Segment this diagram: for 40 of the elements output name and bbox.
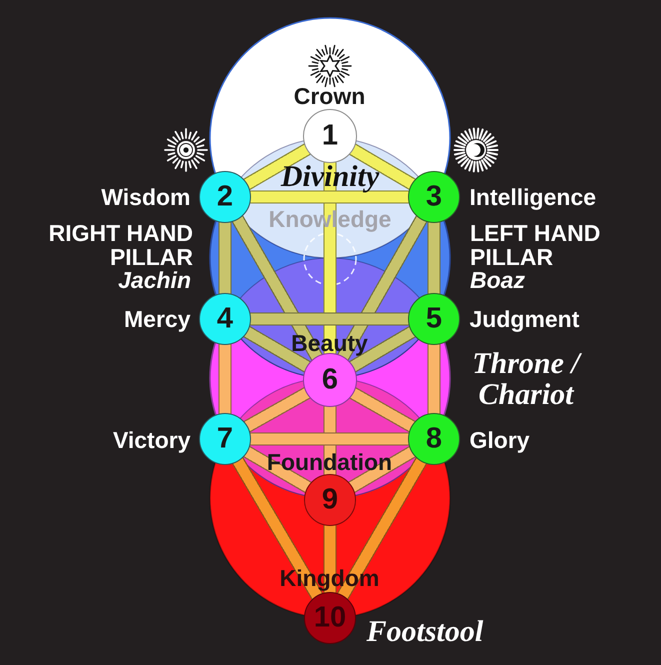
connector-band (244, 387, 310, 432)
connector-band (244, 326, 311, 372)
node-label: Beauty (291, 330, 368, 356)
pillar-label: RIGHT HAND PILLAR (48, 221, 193, 269)
connector-band (232, 457, 323, 600)
pillar-label: LEFT HAND PILLAR (470, 221, 602, 269)
connector-band (250, 312, 409, 326)
pillar-name: Boaz (470, 267, 525, 293)
circle-number: 1 (322, 120, 338, 152)
node-label: Judgment (470, 306, 580, 332)
connector-band (428, 222, 440, 294)
circle-number: 4 (216, 302, 234, 336)
connector-band (244, 144, 311, 190)
connector-band (349, 326, 416, 372)
circle-number: 10 (314, 602, 346, 634)
connector-band (337, 458, 427, 600)
pillar-name: Jachin (118, 267, 191, 293)
node-label: Mercy (124, 306, 190, 332)
node-label: Glory (470, 426, 530, 452)
connector-band (337, 216, 428, 360)
circle-number: 3 (426, 180, 442, 214)
connector-band (250, 190, 409, 204)
connector-band (250, 432, 409, 446)
connector-band (350, 387, 416, 432)
world-label: Footstool (366, 614, 484, 648)
node-label: Victory (112, 426, 190, 452)
node-label: Wisdom (101, 184, 190, 210)
connector-band (324, 162, 336, 354)
node-label: Intelligence (470, 184, 596, 210)
connector-band (218, 222, 232, 294)
connector-band (232, 216, 323, 361)
node-label: Crown (294, 84, 366, 108)
circle-number: 2 (216, 180, 234, 214)
connector-band (349, 144, 416, 190)
circle-number: 5 (426, 302, 442, 336)
circle-number: 9 (322, 484, 338, 516)
world-label: Throne / Chariot (471, 348, 583, 410)
circle-number: 6 (322, 364, 338, 396)
circle-number: 8 (426, 422, 442, 456)
circle-number: 7 (216, 422, 234, 456)
